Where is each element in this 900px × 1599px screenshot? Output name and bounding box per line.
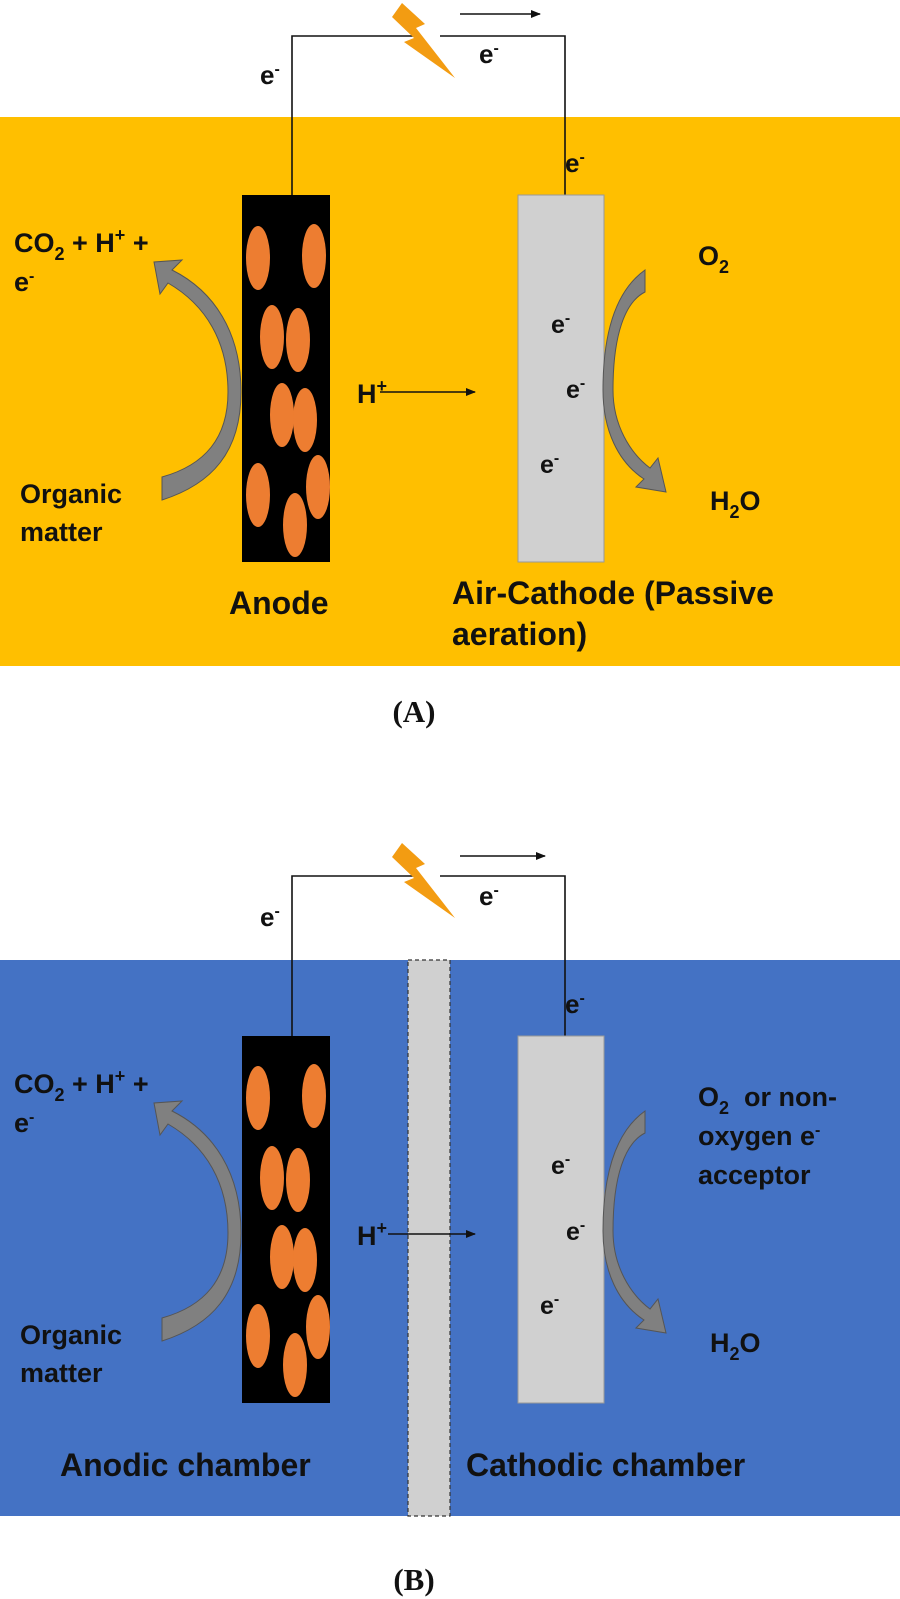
panel-b-reduction-arrow — [602, 1110, 667, 1334]
panel-a-air-cathode — [517, 194, 605, 563]
panel-b-oxidation-arrow — [153, 1100, 242, 1342]
panel-a-electron-label: e- — [260, 60, 280, 90]
panel-b-electron-label: e- — [565, 989, 585, 1019]
lightning-bolt-icon — [392, 3, 455, 78]
panel-b-cathode — [517, 1035, 605, 1404]
panel-b-cathodic-chamber-label: Cathodic chamber — [466, 1447, 745, 1483]
panel-a-electron-label: e- — [565, 148, 585, 178]
panel-a-caption: (A) — [392, 694, 435, 729]
panel-a-reduction-arrow — [602, 269, 667, 493]
panel-a-bacteria-cluster — [246, 224, 330, 557]
panel-b-caption: (B) — [393, 1562, 434, 1597]
panel-a-anode-label: Anode — [229, 585, 329, 621]
panel-b-acceptor-label: oxygen e- — [698, 1121, 820, 1151]
panel-a-wire-left — [291, 35, 418, 195]
panel-a-organic-matter-label: Organic — [20, 479, 122, 509]
panel-b-water-label: H2O — [710, 1328, 761, 1364]
panel-a-cathode-electron: e- — [551, 310, 570, 339]
panel-a-organic-matter-label: matter — [20, 517, 103, 547]
lightning-bolt-icon — [392, 843, 455, 918]
panel-a-oxygen-label: O2 — [698, 241, 729, 277]
panel-a-wire-right — [440, 35, 566, 235]
panel-b-anodic-chamber-label: Anodic chamber — [60, 1447, 311, 1483]
panel-a-cathode-electron: e- — [540, 450, 559, 479]
panel-b-proton-label: H+ — [357, 1218, 387, 1251]
panel-b-acceptor-label: acceptor — [698, 1160, 811, 1190]
panel-b-products-electron: e- — [14, 1108, 34, 1138]
panel-b-bacteria-cluster — [246, 1064, 330, 1397]
panel-a: e- e- e- CO2 + H+ + e- Organic matter H+… — [0, 3, 900, 666]
panel-a-cathode-label: aeration) — [452, 616, 587, 652]
panel-a-proton-label: H+ — [357, 376, 387, 409]
panel-b-cathode-electron: e- — [551, 1151, 570, 1180]
panel-b-electron-label: e- — [260, 902, 280, 932]
panel-b-products-label: CO2 + H+ + — [14, 1066, 149, 1105]
panel-b-organic-matter-label: Organic — [20, 1320, 122, 1350]
panel-b-wire-right — [440, 875, 566, 1078]
panel-b-wire-left — [291, 875, 418, 1036]
panel-a-electron-label: e- — [479, 39, 499, 69]
panel-a-water-label: H2O — [710, 486, 761, 522]
panel-a-products-electron: e- — [14, 267, 34, 297]
panel-b: e- e- e- CO2 + H+ + e- Organic matter H+… — [0, 843, 900, 1517]
panel-b-electron-label: e- — [479, 881, 499, 911]
panel-a-cathode-electron: e- — [566, 375, 585, 404]
panel-b-cathode-electron: e- — [540, 1291, 559, 1320]
panel-a-cathode-label: Air-Cathode (Passive — [452, 575, 774, 611]
panel-a-products-label: CO2 + H+ + — [14, 225, 149, 264]
panel-b-cathode-electron: e- — [566, 1217, 585, 1246]
panel-b-membrane — [407, 959, 451, 1517]
panel-a-oxidation-arrow — [153, 259, 242, 501]
panel-b-acceptor-label: O2 or non- — [698, 1082, 837, 1118]
panel-b-organic-matter-label: matter — [20, 1358, 103, 1388]
